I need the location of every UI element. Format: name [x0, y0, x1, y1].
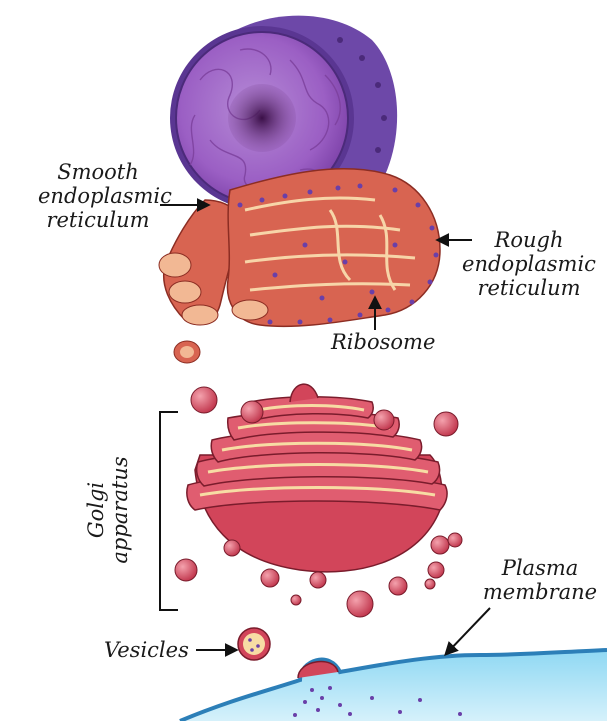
nucleolus [228, 84, 296, 152]
smooth-er-label: Smooth endoplasmic reticulum [38, 160, 158, 232]
golgi-label-line-1: Golgi [84, 456, 108, 563]
golgi-bracket [160, 412, 178, 610]
rough-er-label-line-2: endoplasmic [462, 252, 596, 276]
vesicle [238, 628, 270, 660]
plasma-membrane-label-line-1: Plasma [480, 556, 600, 580]
smooth-er-label-line-3: reticulum [38, 208, 158, 232]
rough-er-label-line-1: Rough [462, 228, 596, 252]
ribosome-label: Ribosome [331, 330, 435, 354]
vesicles-label-text: Vesicles [104, 638, 189, 662]
vesicles-label: Vesicles [104, 638, 189, 662]
plasma-membrane-arrow [446, 608, 490, 654]
ribosome-label-text: Ribosome [331, 330, 435, 354]
plasma-membrane-label: Plasma membrane [480, 556, 600, 604]
smooth-er-label-line-2: endoplasmic [38, 184, 158, 208]
rough-er-label-line-3: reticulum [462, 276, 596, 300]
plasma-membrane [180, 650, 607, 721]
rough-er-label: Rough endoplasmic reticulum [462, 228, 596, 300]
plasma-membrane-label-line-2: membrane [480, 580, 600, 604]
golgi-apparatus-shape [175, 384, 462, 617]
golgi-label: Golgi apparatus [84, 456, 132, 563]
golgi-label-line-2: apparatus [108, 456, 132, 563]
smooth-er-label-line-1: Smooth [38, 160, 158, 184]
